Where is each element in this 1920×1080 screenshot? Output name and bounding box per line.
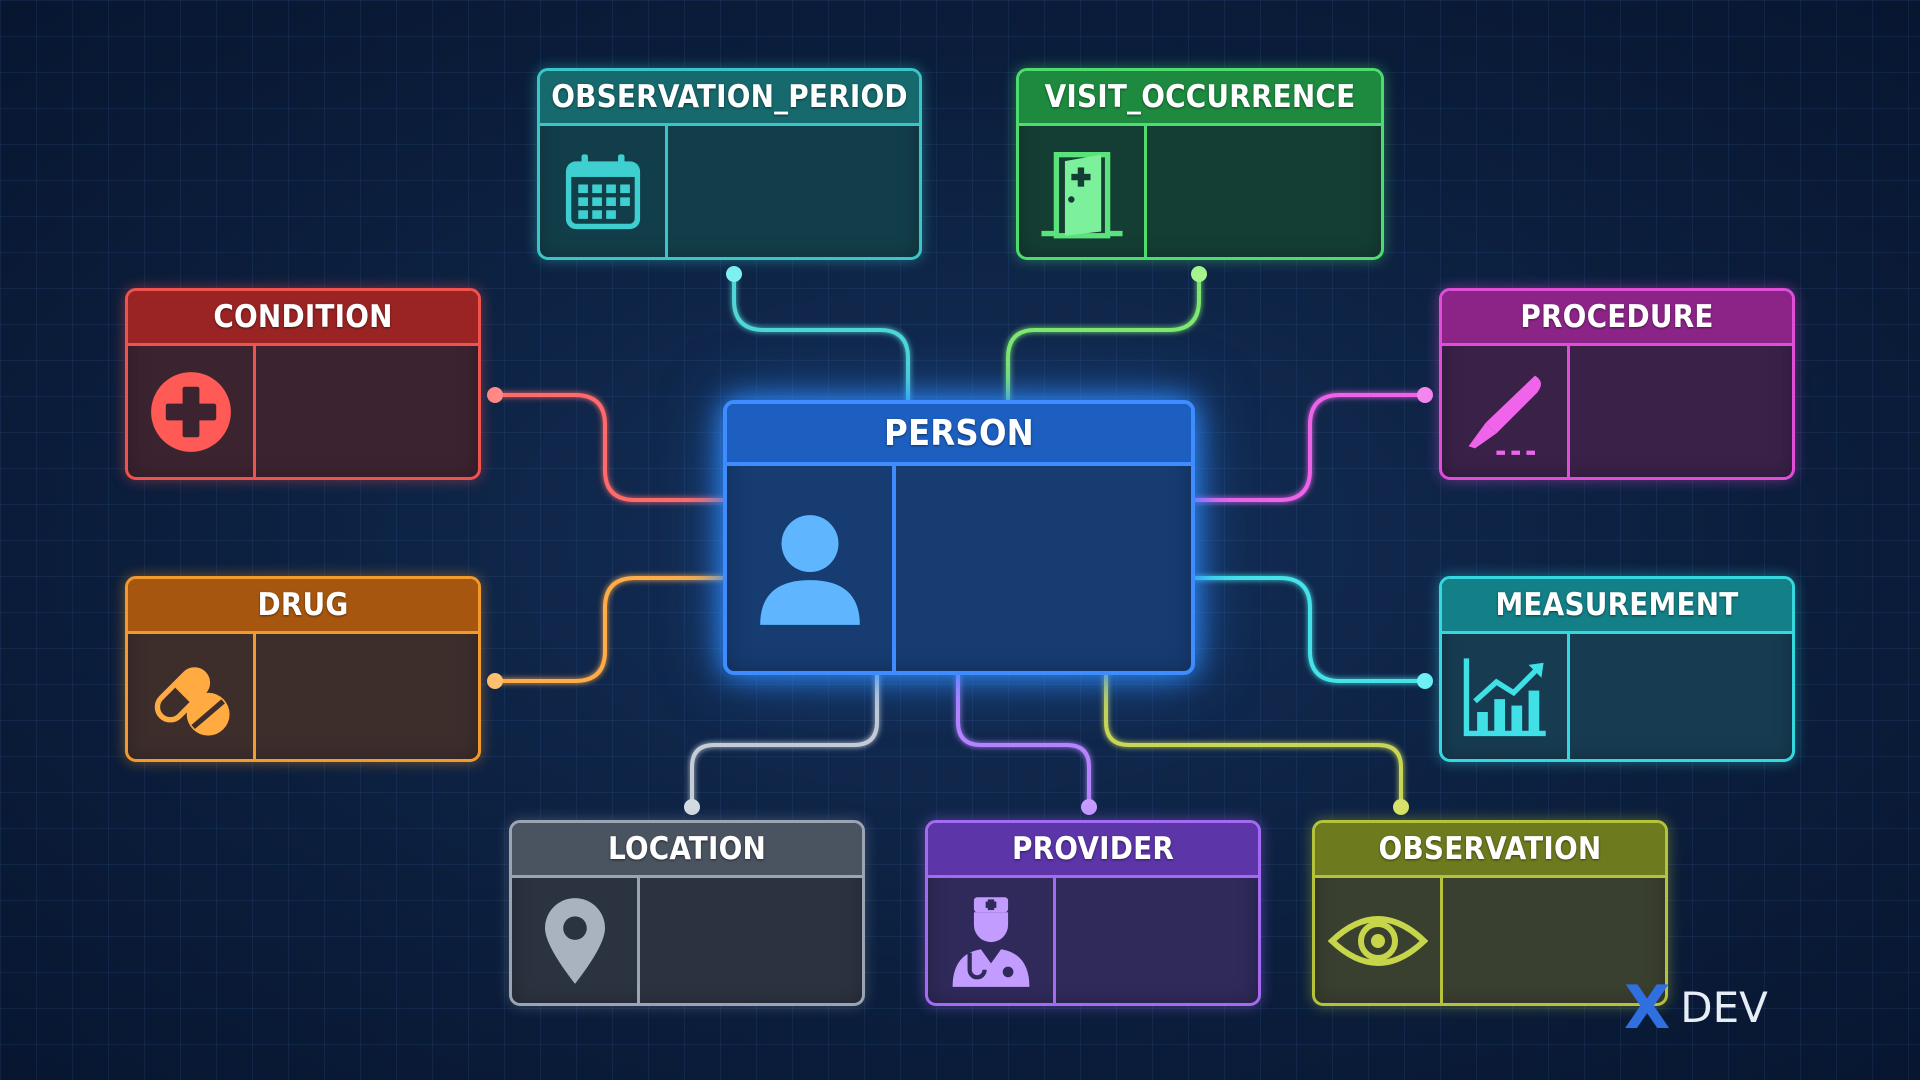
location-table[interactable]: LOCATION [509,820,865,1006]
connector-dot-procedure [1417,387,1433,403]
visit-occurrence-title: VISIT_OCCURRENCE [1019,71,1381,126]
pills-icon [128,634,256,759]
connector-drug [493,576,725,683]
connector-dot-provider [1081,799,1097,815]
provider-table[interactable]: PROVIDER [925,820,1261,1006]
drug-title: DRUG [128,579,478,634]
observation-title: OBSERVATION [1315,823,1665,878]
hospital-door-icon [1019,126,1147,257]
procedure-table[interactable]: PROCEDURE [1439,288,1795,480]
measurement-table[interactable]: MEASUREMENT [1439,576,1795,762]
person-icon [727,466,896,671]
scalpel-icon [1442,346,1570,477]
connector-observation [1104,673,1403,809]
drug-table[interactable]: DRUG [125,576,481,762]
condition-fields [256,346,478,477]
connector-location [690,673,879,809]
measurement-title: MEASUREMENT [1442,579,1792,634]
condition-title: CONDITION [128,291,478,346]
procedure-title: PROCEDURE [1442,291,1792,346]
connector-dot-location [684,799,700,815]
provider-title: PROVIDER [928,823,1258,878]
connector-measurement [1193,576,1427,683]
connector-visit-occurrence [1006,272,1201,402]
connector-observation-period [732,272,910,402]
observation-table[interactable]: OBSERVATION [1312,820,1668,1006]
observation-period-title: OBSERVATION_PERIOD [540,71,919,126]
connector-dot-observation-period [726,266,742,282]
calendar-icon [540,126,668,257]
connector-provider [956,673,1091,809]
connector-procedure [1193,393,1427,502]
connector-dot-observation [1393,799,1409,815]
connector-condition [493,393,725,502]
x-logo-icon: X [1624,973,1671,1043]
person-fields [896,466,1191,671]
procedure-fields [1570,346,1792,477]
doctor-icon [928,878,1056,1003]
location-fields [640,878,862,1003]
measurement-fields [1570,634,1792,759]
watermark-text: DEV [1680,983,1768,1032]
connector-dot-visit-occurrence [1191,266,1207,282]
visit-occurrence-fields [1147,126,1381,257]
person-table[interactable]: PERSON [723,400,1195,675]
observation-period-fields [668,126,919,257]
condition-table[interactable]: CONDITION [125,288,481,480]
person-title: PERSON [727,404,1191,466]
medical-cross-icon [128,346,256,477]
observation-period-table[interactable]: OBSERVATION_PERIOD [537,68,922,260]
location-title: LOCATION [512,823,862,878]
watermark-logo: X DEV [1624,978,1768,1038]
connector-dot-condition [487,387,503,403]
eye-icon [1315,878,1443,1003]
chart-icon [1442,634,1570,759]
map-pin-icon [512,878,640,1003]
visit-occurrence-table[interactable]: VISIT_OCCURRENCE [1016,68,1384,260]
connector-dot-measurement [1417,673,1433,689]
provider-fields [1056,878,1258,1003]
drug-fields [256,634,478,759]
connector-dot-drug [487,673,503,689]
